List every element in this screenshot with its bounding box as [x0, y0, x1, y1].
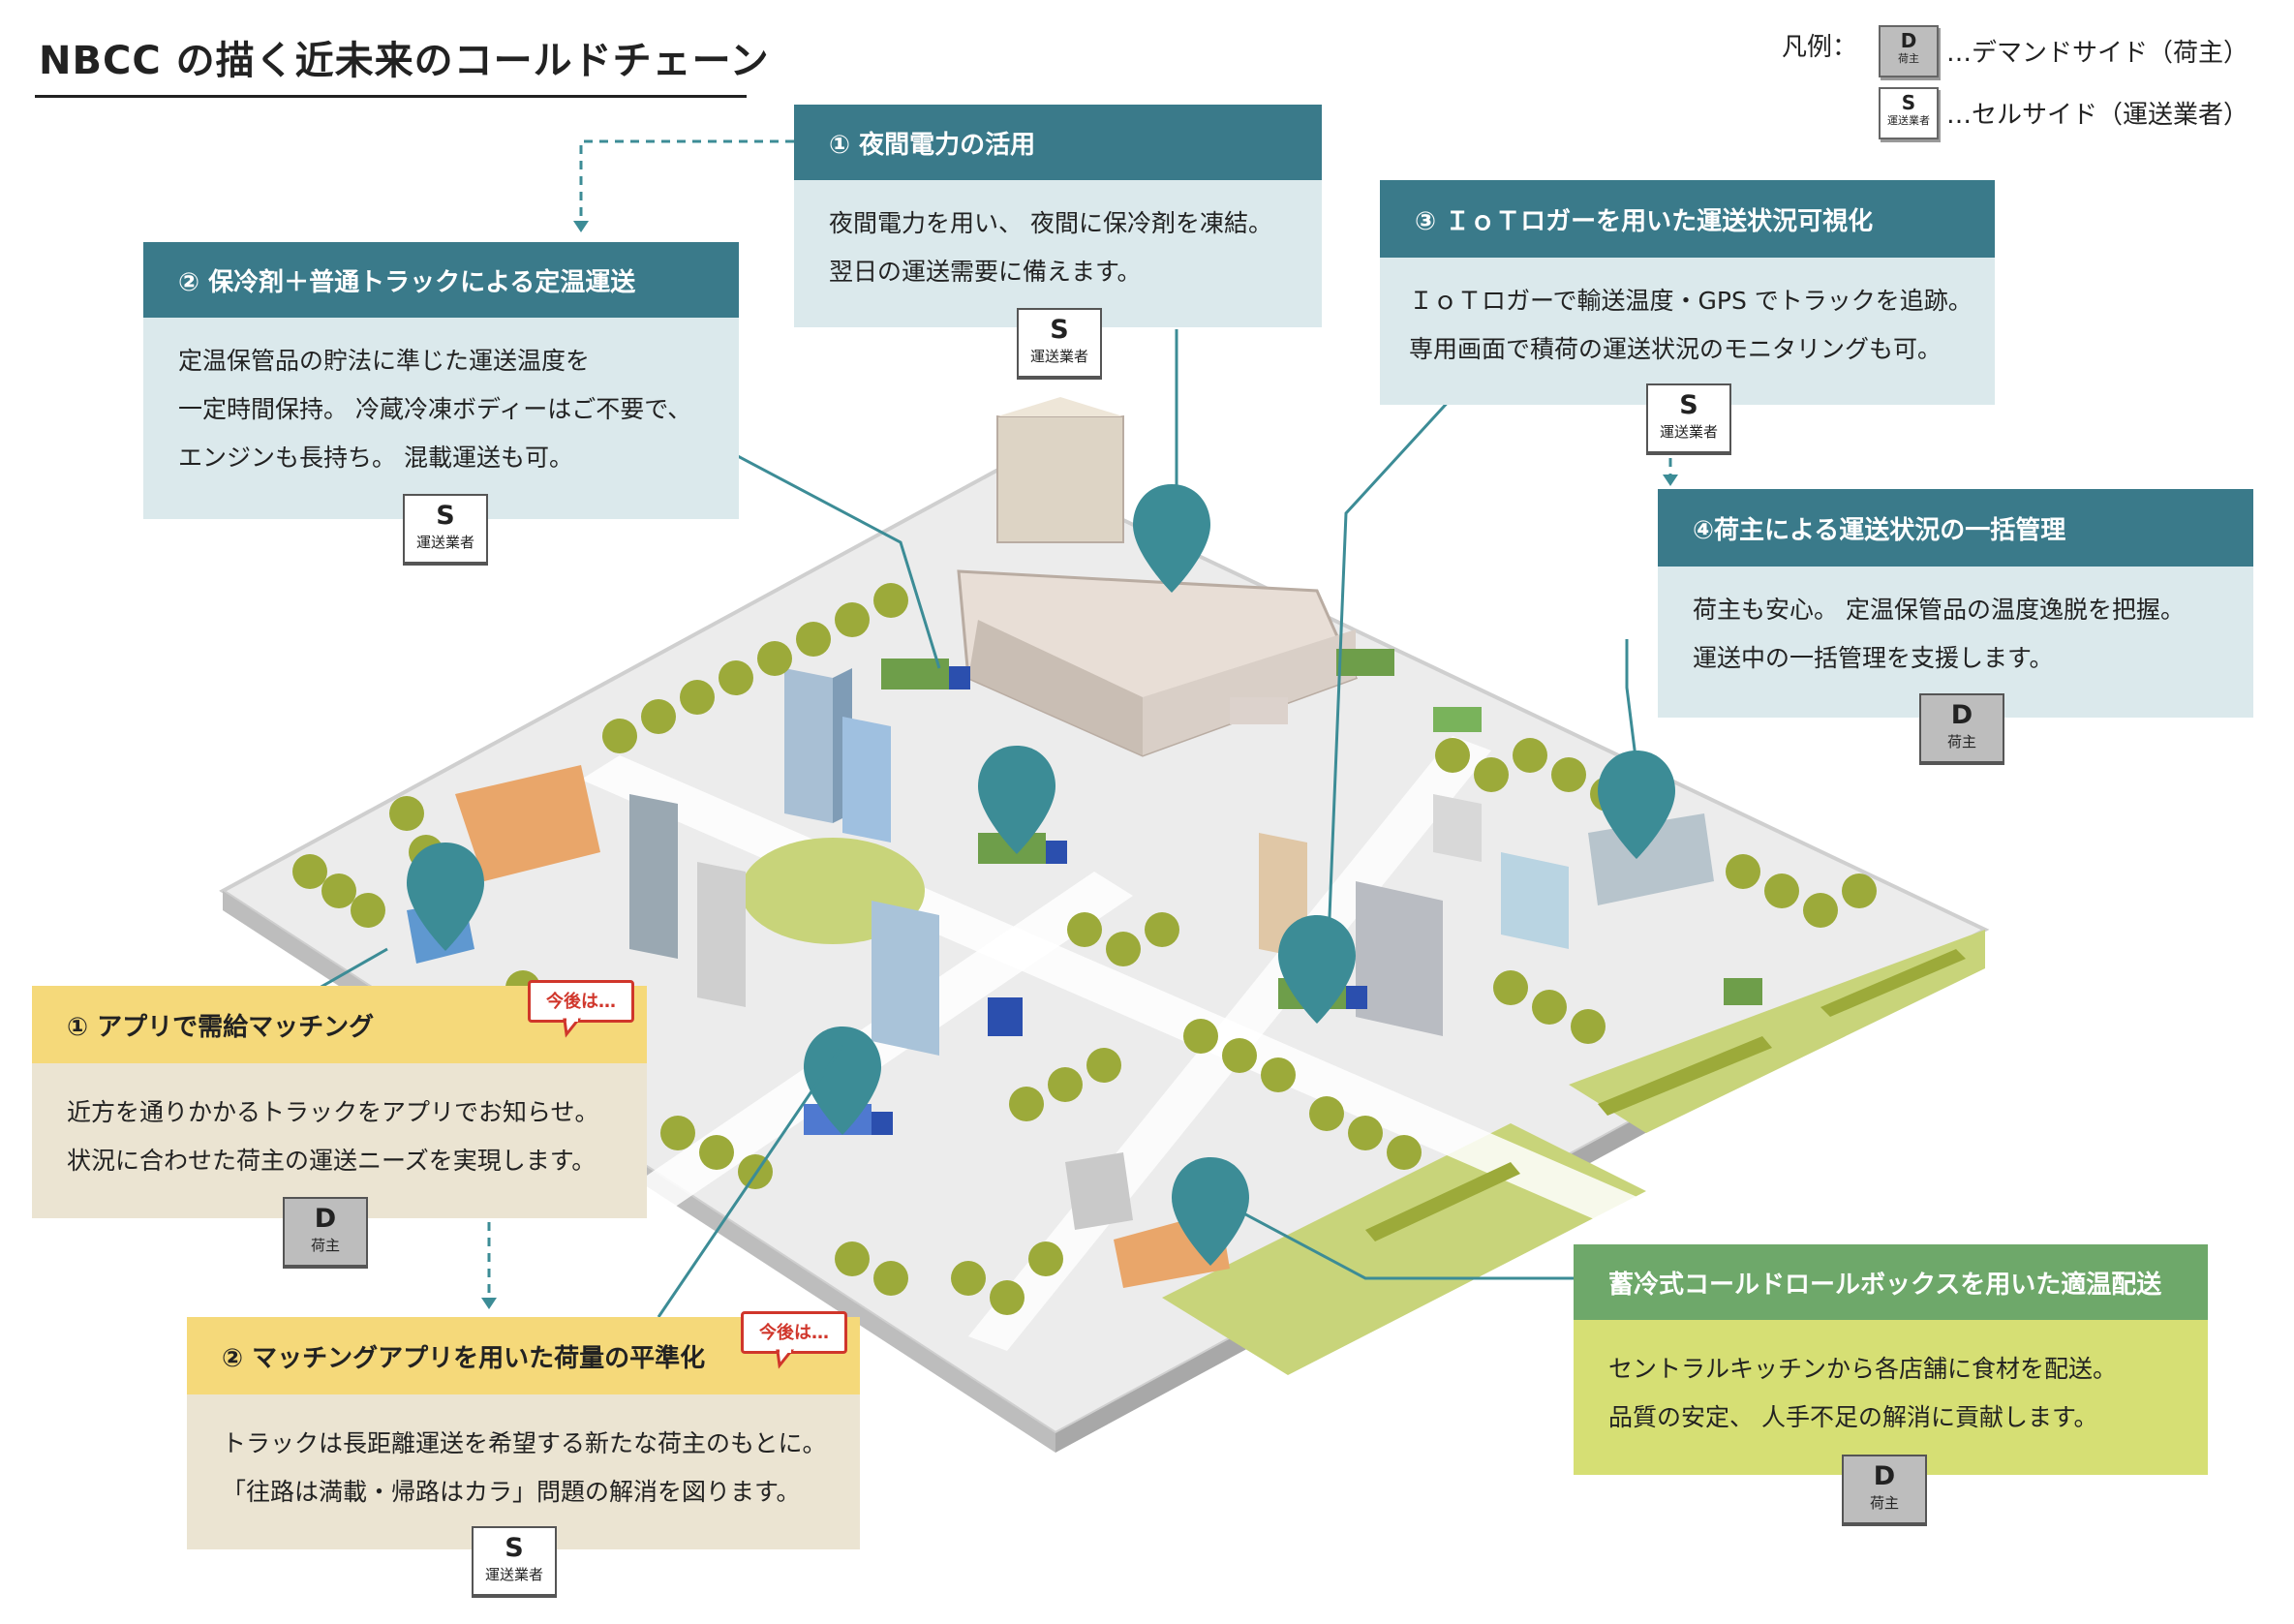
hedges — [1365, 949, 1966, 1241]
box-shipper-mgmt: ④荷主による運送状況の一括管理 荷主も安心。 定温保管品の温度逸脱を把握。 運送… — [1658, 489, 2253, 718]
box-line: 専用画面で積荷の運送状況のモニタリングも可。 — [1409, 335, 1942, 363]
box-line: 夜間電力を用い、 夜間に保冷剤を凍結。 — [829, 209, 1272, 237]
badge-roll-box: D 荷主 — [1842, 1455, 1927, 1526]
legend-supply-sub: 運送業者 — [1887, 114, 1930, 127]
box-line: 翌日の運送需要に備えます。 — [829, 258, 1142, 286]
badge-shipper-mgmt: D 荷主 — [1919, 693, 2004, 765]
badge-night-power: S 運送業者 — [1017, 308, 1102, 380]
box-line: 品質の安定、 人手不足の解消に貢献します。 — [1608, 1403, 2098, 1431]
box-line: 状況に合わせた荷主の運送ニーズを実現します。 — [67, 1147, 596, 1175]
badge-sub: 運送業者 — [1659, 423, 1718, 441]
badge-sub: 荷主 — [310, 1237, 340, 1254]
badge-app-matching: D 荷主 — [283, 1197, 368, 1269]
callout-tail-icon — [563, 1017, 582, 1038]
badge-letter: S — [436, 501, 455, 531]
badge-iot-logger: S 運送業者 — [1646, 383, 1731, 455]
box-iot-logger: ③ ＩｏＴロガーを用いた運送状況可視化 ＩｏＴロガーで輸送温度・GPS でトラッ… — [1380, 180, 1995, 405]
badge-letter: D — [1950, 700, 1973, 730]
legend-supply-letter: S — [1901, 91, 1916, 114]
legend: 凡例： D 荷主 …デマンドサイド（荷主） S 運送業者 …セルサイド（運送業者… — [1782, 25, 2285, 151]
legend-supply-desc: …セルサイド（運送業者） — [1946, 101, 2249, 130]
trees — [292, 583, 1877, 1315]
box-app-matching-body: 近方を通りかかるトラックをアプリでお知らせ。 状況に合わせた荷主の運送ニーズを実… — [32, 1063, 647, 1218]
page-title: NBCC の描く近未来のコールドチェーン — [39, 39, 770, 83]
box-constant-temp: ② 保冷剤＋普通トラックによる定温運送 定温保管品の貯法に準じた運送温度を 一定… — [143, 242, 739, 519]
future-callout-load-leveling: 今後は… — [741, 1311, 847, 1369]
box-line: ＩｏＴロガーで輸送温度・GPS でトラックを追跡。 — [1409, 287, 1973, 315]
badge-sub: 運送業者 — [415, 534, 474, 551]
box-load-leveling-body: トラックは長距離運送を希望する新たな荷主のもとに。 「往路は満載・帰路はカラ」問… — [187, 1394, 860, 1549]
houses — [455, 765, 1230, 1288]
box-line: セントラルキッチンから各店舗に食材を配送。 — [1608, 1355, 2118, 1383]
box-roll-box: 蓄冷式コールドロールボックスを用いた適温配送 セントラルキッチンから各店舗に食材… — [1574, 1244, 2208, 1475]
legend-demand-sub: 荷主 — [1898, 52, 1919, 65]
box-line: エンジンも長持ち。 混載運送も可。 — [178, 444, 573, 472]
legend-supply-badge: S 運送業者 — [1879, 87, 1939, 139]
box-line: 運送中の一括管理を支援します。 — [1693, 644, 2054, 672]
badge-sub: 荷主 — [1946, 733, 1976, 751]
badge-sub: 運送業者 — [484, 1566, 543, 1583]
connector-lines — [319, 329, 1638, 1318]
badge-letter: S — [505, 1533, 524, 1563]
badge-letter: S — [1679, 390, 1698, 420]
box-line: 一定時間保持。 冷蔵冷凍ボディーはご不要で、 — [178, 395, 692, 423]
future-callout-label: 今後は… — [528, 980, 634, 1023]
box-night-power-body: 夜間電力を用い、 夜間に保冷剤を凍結。 翌日の運送需要に備えます。 — [794, 180, 1322, 327]
legend-label: 凡例： — [1782, 33, 1858, 62]
box-constant-temp-body: 定温保管品の貯法に準じた運送温度を 一定時間保持。 冷蔵冷凍ボディーはご不要で、… — [143, 318, 739, 519]
callout-tail-icon — [776, 1348, 795, 1369]
box-night-power: ① 夜間電力の活用 夜間電力を用い、 夜間に保冷剤を凍結。 翌日の運送需要に備え… — [794, 105, 1322, 327]
box-line: 近方を通りかかるトラックをアプリでお知らせ。 — [67, 1098, 599, 1126]
box-iot-logger-title: ③ ＩｏＴロガーを用いた運送状況可視化 — [1380, 180, 1995, 258]
box-line: 「往路は満載・帰路はカラ」問題の解消を図ります。 — [222, 1478, 801, 1506]
box-line: 荷主も安心。 定温保管品の温度逸脱を把握。 — [1693, 596, 2185, 624]
box-roll-box-title: 蓄冷式コールドロールボックスを用いた適温配送 — [1574, 1244, 2208, 1320]
box-line: 定温保管品の貯法に準じた運送温度を — [178, 347, 591, 375]
box-roll-box-body: セントラルキッチンから各店舗に食材を配送。 品質の安定、 人手不足の解消に貢献し… — [1574, 1320, 2208, 1475]
box-constant-temp-title: ② 保冷剤＋普通トラックによる定温運送 — [143, 242, 739, 318]
badge-letter: D — [314, 1204, 337, 1234]
legend-demand-badge: D 荷主 — [1879, 25, 1939, 77]
badge-sub: 荷主 — [1869, 1494, 1899, 1512]
box-line: トラックは長距離運送を希望する新たな荷主のもとに。 — [222, 1429, 827, 1457]
box-night-power-title: ① 夜間電力の活用 — [794, 105, 1322, 180]
badge-sub: 運送業者 — [1029, 348, 1088, 365]
title-underline — [35, 95, 747, 98]
box-shipper-mgmt-body: 荷主も安心。 定温保管品の温度逸脱を把握。 運送中の一括管理を支援します。 — [1658, 567, 2253, 718]
legend-demand-letter: D — [1900, 29, 1917, 52]
box-shipper-mgmt-title: ④荷主による運送状況の一括管理 — [1658, 489, 2253, 567]
badge-letter: D — [1873, 1461, 1896, 1491]
badge-load-leveling: S 運送業者 — [472, 1526, 557, 1598]
legend-demand-desc: …デマンドサイド（荷主） — [1946, 39, 2249, 68]
box-iot-logger-body: ＩｏＴロガーで輸送温度・GPS でトラックを追跡。 専用画面で積荷の運送状況のモ… — [1380, 258, 1995, 405]
future-callout-label: 今後は… — [741, 1311, 847, 1354]
future-callout-app-matching: 今後は… — [528, 980, 634, 1038]
location-pins — [407, 484, 1675, 1266]
badge-constant-temp: S 運送業者 — [403, 494, 488, 566]
badge-letter: S — [1050, 315, 1069, 345]
